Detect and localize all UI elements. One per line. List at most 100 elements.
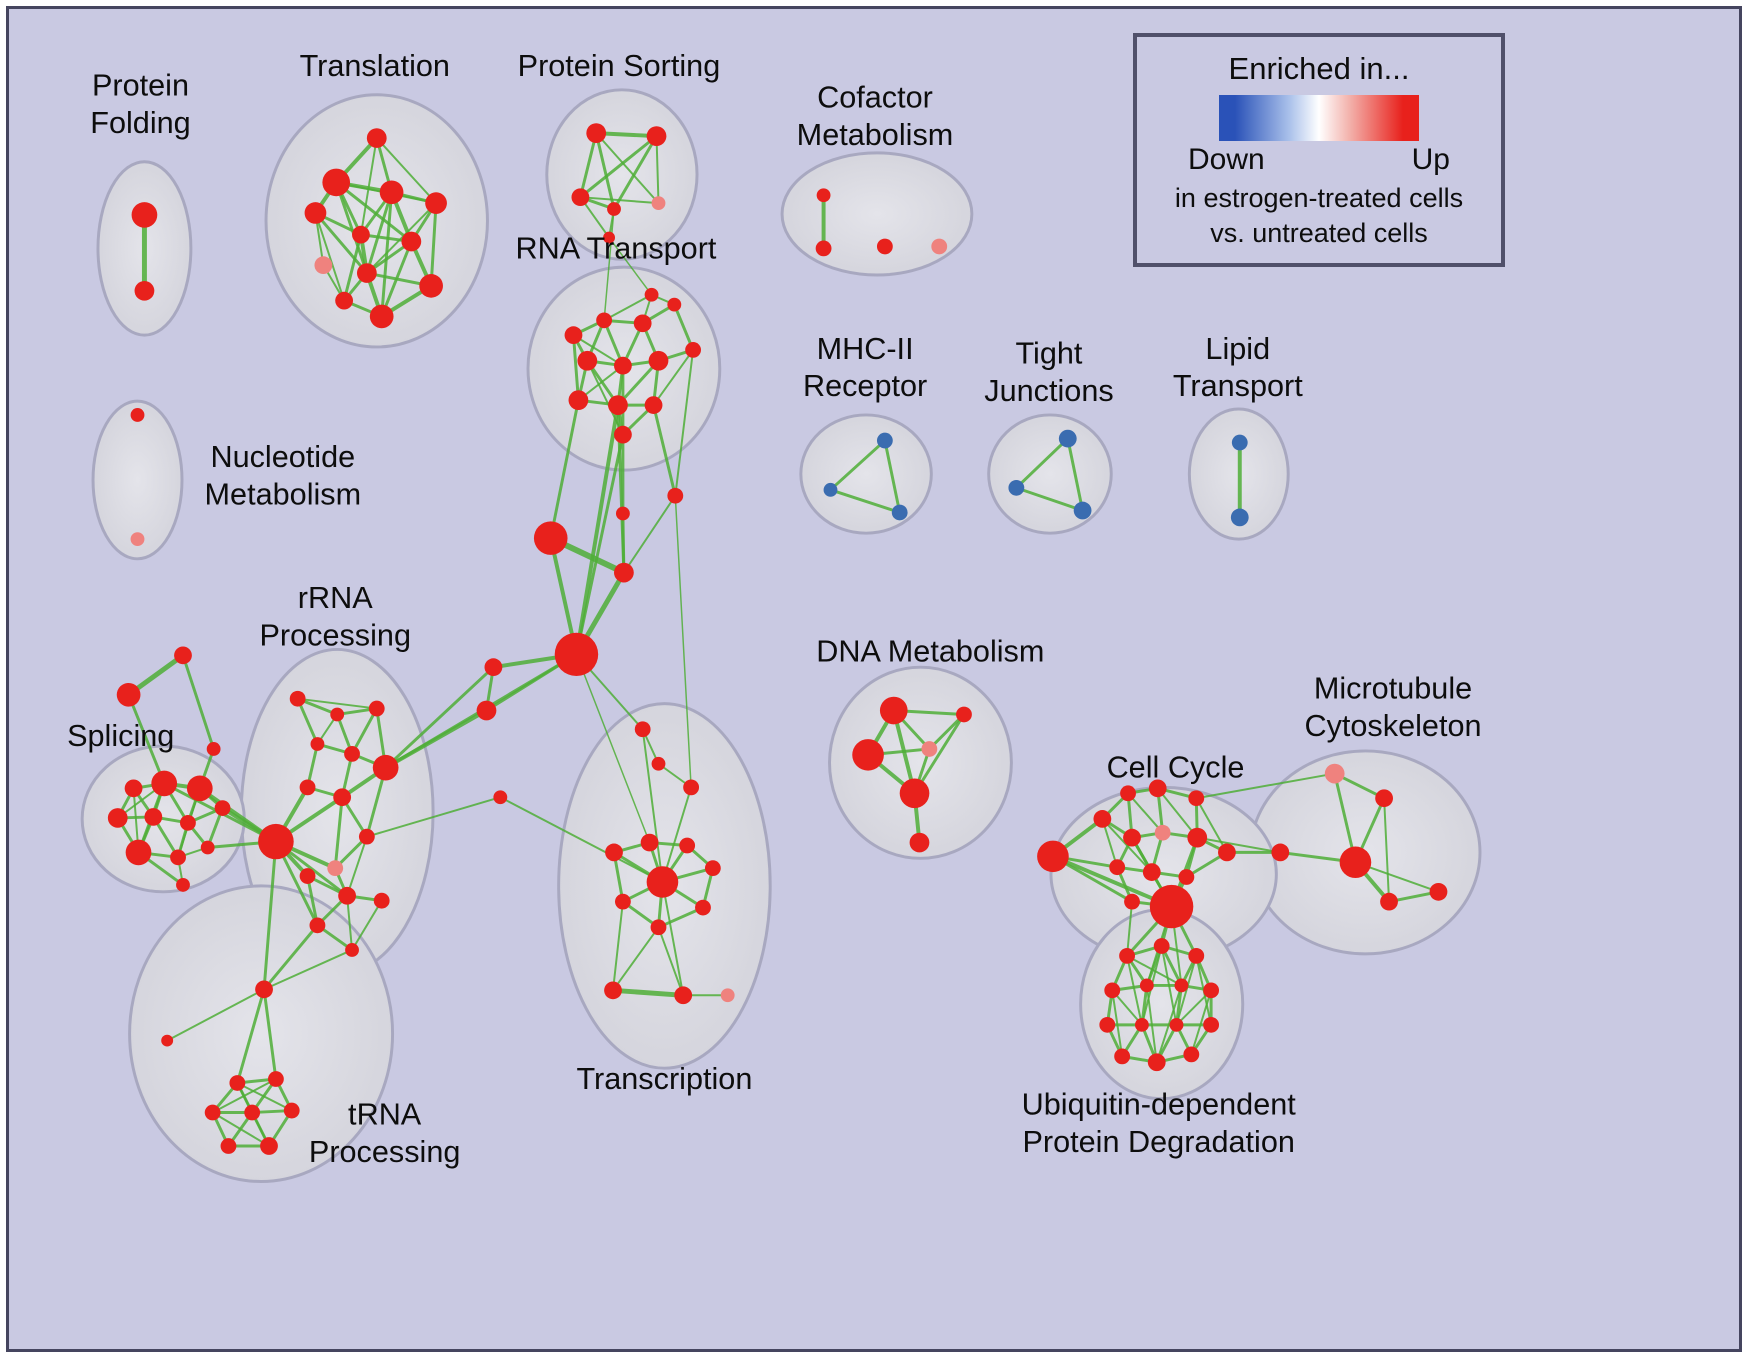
- node-sp3: [186, 775, 213, 802]
- node-ps6: [603, 231, 615, 244]
- node-rt9: [568, 390, 589, 411]
- node-mh3: [891, 504, 908, 521]
- node-sp8: [125, 839, 152, 866]
- edge-tc11-tc12: [612, 926, 660, 992]
- node-tc7: [704, 860, 721, 877]
- cluster-label-splicing: Splicing: [67, 719, 174, 753]
- node-ub2: [1153, 938, 1170, 954]
- node-tl8: [314, 256, 333, 275]
- node-mh2: [823, 482, 838, 497]
- node-rt6: [614, 356, 632, 375]
- node-rr2: [330, 707, 345, 722]
- node-sp5: [144, 808, 163, 826]
- node-mc1: [1324, 763, 1345, 784]
- node-mid3: [493, 790, 508, 805]
- node-tc5: [640, 833, 659, 852]
- node-rt8: [685, 342, 701, 358]
- node-tp8: [260, 1137, 278, 1155]
- node-rt13: [644, 287, 659, 302]
- edge-mc2-mc5: [1383, 797, 1391, 903]
- node-sp10: [200, 840, 215, 855]
- edge-tl2-tl9: [334, 180, 369, 275]
- node-tj3: [1073, 501, 1092, 520]
- node-tc6: [679, 837, 696, 854]
- edge-rr13-rr16: [346, 894, 354, 951]
- node-tc9: [614, 893, 631, 910]
- edge-tl1-tl5: [375, 137, 438, 205]
- node-tl9: [356, 263, 377, 283]
- legend-subtitle-line2: vs. untreated cells: [1210, 218, 1428, 248]
- edge-tj2-tj3: [1014, 486, 1085, 512]
- node-ps4: [607, 202, 621, 216]
- edge-rt4-rt8: [672, 303, 695, 352]
- node-ch3: [533, 521, 568, 555]
- edge-rr8-rr10: [333, 795, 344, 870]
- edge-rt1-rt9: [571, 333, 580, 402]
- node-ub9: [1134, 1017, 1149, 1032]
- node-up2: [116, 682, 141, 707]
- edge-rr15-tp1: [262, 923, 319, 991]
- node-tl12: [335, 291, 354, 310]
- edge-rr3-rr5: [350, 707, 379, 756]
- edge-ub4-ub12: [1111, 989, 1124, 1058]
- node-rt1: [564, 326, 583, 344]
- edge-ps2-ps4: [612, 134, 658, 211]
- node-rt11: [644, 396, 663, 414]
- edge-tc9-tc12: [612, 900, 624, 992]
- node-cc6: [1123, 828, 1141, 847]
- edge-tl5-tl10: [429, 201, 438, 288]
- node-layer: [107, 123, 1448, 1155]
- node-tc4: [605, 843, 623, 862]
- node-ps1: [586, 123, 607, 143]
- legend-gradient-bar: [1219, 95, 1419, 141]
- node-mh1: [876, 432, 893, 449]
- edge-rr14-rr16: [351, 899, 383, 951]
- edge-ps4-rt2: [603, 208, 615, 322]
- node-cc8: [1187, 827, 1208, 848]
- node-cc5: [1188, 790, 1205, 807]
- edge-rr9-tp1: [262, 840, 278, 991]
- node-mc5: [1380, 892, 1398, 911]
- node-rr7: [299, 779, 316, 796]
- node-ub1: [1119, 947, 1135, 964]
- edge-rr12-rr15: [306, 874, 319, 927]
- node-tc13: [674, 986, 693, 1005]
- node-lt2: [1230, 508, 1249, 527]
- node-sp11: [176, 878, 190, 892]
- edge-tc3-tc8: [661, 786, 693, 883]
- edge-tj1-tj3: [1066, 437, 1085, 512]
- node-cc4: [1148, 779, 1167, 798]
- edge-dm2-dm5: [913, 712, 966, 795]
- node-rr10: [327, 860, 344, 877]
- edge-rt9-ch3: [549, 398, 580, 540]
- node-cc1: [1037, 840, 1069, 873]
- node-tc10: [695, 899, 711, 916]
- node-dm2: [956, 706, 972, 723]
- edge-tl3-tl12: [314, 211, 346, 302]
- legend-title: Enriched in...: [1228, 51, 1410, 86]
- edge-rt7-rt10: [616, 359, 660, 407]
- node-rr1: [289, 690, 306, 707]
- node-sp6: [180, 814, 196, 831]
- node-rt12: [614, 425, 632, 444]
- node-pf1: [131, 202, 158, 228]
- node-ch1: [615, 506, 630, 521]
- node-mc4: [1339, 846, 1372, 879]
- edge-ps3-ps5: [579, 196, 660, 205]
- node-rt3: [633, 314, 652, 333]
- edge-rr1-rr3: [296, 697, 378, 710]
- cluster-ellipse-trna-processing: [128, 884, 395, 1183]
- edge-tp2-tp6: [236, 1081, 293, 1112]
- edge-ps2-ps5: [655, 135, 660, 205]
- node-cc9: [1218, 843, 1236, 862]
- node-nm1: [130, 408, 145, 422]
- node-rt5: [577, 350, 598, 371]
- edge-mh1-mh3: [883, 439, 902, 514]
- edge-cc4-cc8: [1156, 787, 1199, 839]
- edge-tl4-tl9: [365, 190, 394, 275]
- edge-rt1-rt6: [572, 334, 624, 367]
